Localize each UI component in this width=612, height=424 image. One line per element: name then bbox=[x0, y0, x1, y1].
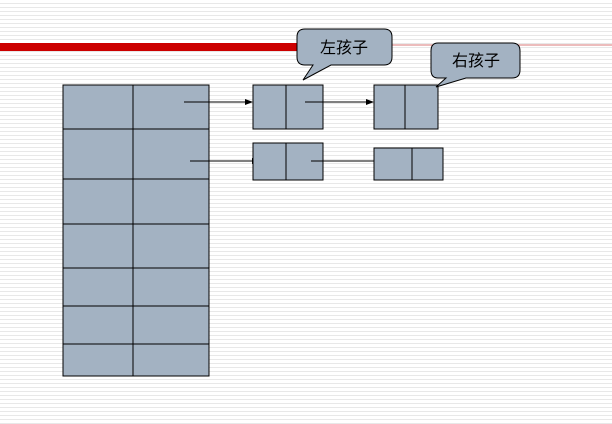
chain-row-1 bbox=[184, 84, 439, 130]
list-node bbox=[373, 147, 444, 181]
list-node bbox=[252, 142, 324, 181]
callout-right-child: 右孩子 bbox=[430, 42, 521, 88]
list-node bbox=[373, 84, 439, 130]
hash-table bbox=[62, 84, 210, 377]
callout-bubble bbox=[430, 42, 521, 88]
chain-row-2 bbox=[190, 142, 444, 181]
hash-table-frame bbox=[62, 84, 210, 377]
callout-bubble bbox=[296, 28, 393, 81]
callout-right-text: 右孩子 bbox=[452, 51, 500, 70]
callout-left-text: 左孩子 bbox=[320, 38, 368, 57]
accent-bar bbox=[0, 43, 352, 51]
list-node bbox=[252, 84, 324, 130]
callout-left-child: 左孩子 bbox=[296, 28, 393, 81]
